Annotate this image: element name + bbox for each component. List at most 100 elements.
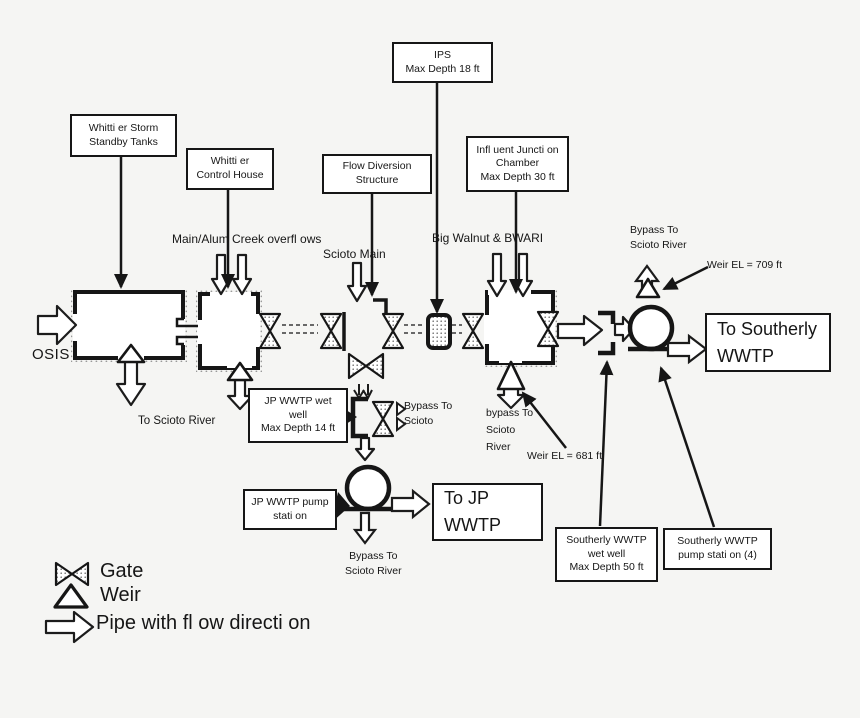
bypass-chevron-2: [396, 416, 407, 432]
legend-weir-icon: [53, 583, 89, 609]
legend-gate-icon: [54, 561, 90, 587]
southerly-wet-well-line3: Max Depth 50 ft: [569, 561, 644, 574]
southerly-pump-station-box: Southerly WWTP pump stati on (4): [663, 528, 772, 570]
ips-box: IPS Max Depth 18 ft: [392, 42, 493, 83]
jp-outflow-arrow: [390, 488, 431, 520]
legend-gate-label: Gate: [100, 560, 144, 582]
to-scioto-river-label: To Scioto River: [138, 415, 216, 427]
wetwell-to-pump-arrow: [613, 315, 636, 343]
tank2-bypass-arrow: [226, 378, 254, 411]
flow-arrows: [36, 252, 636, 644]
diversion-corner-bracket: [373, 298, 388, 313]
southerly-pump-line1: Southerly WWTP: [677, 535, 758, 548]
whittier-control-line1: Whitti er: [210, 155, 250, 168]
jp-pump-bypass-arrow: [352, 511, 378, 545]
jp-pump-bypass-label: Bypass To Scioto River: [345, 549, 402, 579]
bypass-to-scioto-label: Bypass To Scioto: [404, 399, 452, 429]
ips-device: [426, 313, 452, 350]
southerly-wet-well-box: Southerly WWTP wet well Max Depth 50 ft: [555, 527, 658, 582]
jp-pump-station-box: JP WWTP pump stati on: [243, 489, 337, 530]
pointer-weir-709: [662, 265, 709, 291]
whittier-storm-line1: Whitti er Storm: [88, 121, 159, 134]
ips-line1: IPS: [434, 48, 451, 61]
jp-pump-bypass-line1: Bypass To: [349, 550, 398, 562]
to-jp-wwtp-box: To JP WWTP: [432, 483, 543, 541]
pipe-segments: [282, 324, 462, 334]
legend-weir-label: Weir: [100, 584, 141, 606]
pointer-southerly-wetwell: [598, 360, 614, 527]
influent-junction-line1: Infl uent Juncti on: [476, 143, 559, 156]
influent-junction-chamber: [485, 290, 555, 365]
ips-line2: Max Depth 18 ft: [405, 62, 480, 75]
southerly-weir: [635, 277, 661, 299]
bypass-to-scioto-line2: Scioto: [404, 415, 434, 428]
whittier-control-line2: Control House: [196, 169, 264, 181]
southerly-pump-line2: pump stati on (4): [678, 549, 757, 561]
influent-junction-line3: Max Depth 30 ft: [480, 170, 555, 183]
chamber-outflow-arrow: [556, 314, 604, 347]
osis-label: OSIS: [32, 346, 70, 363]
to-southerly-line2: WWTP: [717, 345, 774, 366]
diversion-gate: [347, 352, 385, 380]
legend-pipe-icon: [44, 610, 95, 644]
jp-pump-station-line1: JP WWTP pump: [251, 495, 329, 508]
jp-pump: [331, 464, 431, 545]
southerly-bypass-line2: Scioto River: [630, 239, 687, 252]
gate-valves: [54, 310, 560, 587]
osis-inflow-arrow: [36, 304, 78, 346]
whittier-control-box: Whitti er Control House: [186, 148, 274, 190]
chamber-bypass-line3: River: [486, 440, 511, 453]
whittier-storm-box: Whitti er Storm Standby Tanks: [70, 114, 177, 157]
southerly-wetwell-structure: [598, 310, 616, 356]
southerly-outflow-arrow: [666, 333, 708, 365]
chamber-bypass-line1: bypass To: [486, 407, 534, 419]
southerly-pump: [627, 264, 708, 365]
gate-5: [536, 310, 560, 348]
weirs: [53, 277, 661, 609]
tank2-weir: [226, 361, 254, 382]
weir-681-label: Weir EL = 681 ft: [527, 450, 602, 462]
main-alum-creek-label: Main/Alum Creek overfl ows: [172, 232, 322, 246]
jp-wetwell-down-arrow: [354, 436, 376, 462]
jp-pump-bypass-line2: Scioto River: [345, 565, 402, 578]
jp-wet-well-line3: Max Depth 14 ft: [260, 422, 336, 435]
scioto-main-label: Scioto Main: [323, 247, 386, 261]
gate-3: [381, 312, 405, 350]
chamber-weir: [496, 360, 526, 391]
tank-connector-pipe: [175, 317, 198, 346]
flow-diversion-line2: Structure: [355, 174, 399, 186]
whittier-storm-line2: Standby Tanks: [89, 135, 158, 148]
to-jp-line1: To JP: [444, 488, 490, 508]
creek-inflow-arrow-2: [231, 253, 253, 296]
to-jp-line2: WWTP: [444, 515, 501, 535]
bigwalnut-inflow-arrow-1: [486, 252, 508, 298]
big-walnut-label: Big Walnut & BWARI: [432, 231, 544, 245]
gate-4: [461, 312, 485, 350]
gate-2: [319, 312, 343, 350]
callout-pointers: [114, 79, 716, 528]
southerly-wet-well-line1: Southerly WWTP: [566, 534, 647, 547]
pointer-weir-681: [521, 391, 567, 449]
southerly-bypass-line1: Bypass To: [630, 224, 679, 236]
chamber-bypass-line2: Scioto: [486, 423, 516, 436]
influent-junction-line2: Chamber: [495, 157, 540, 170]
overflow-tank: [198, 292, 260, 370]
chamber-bypass-label: bypass To Scioto River: [486, 405, 533, 455]
pointer-southerly-pump: [658, 366, 716, 528]
to-southerly-line1: To Southerly: [717, 318, 818, 339]
jp-pump-station-line2: stati on: [273, 509, 307, 522]
tank1-bypass-arrow: [115, 359, 147, 407]
gate-1: [258, 312, 282, 350]
influent-junction-box: Infl uent Juncti on Chamber Max Depth 30…: [466, 136, 569, 192]
jp-wet-well-line1: JP WWTP wet: [264, 395, 332, 408]
bypass-chevron-1: [396, 401, 407, 417]
flow-diversion-box: Flow Diversion Structure: [322, 154, 432, 194]
southerly-bypass-label: Bypass To Scioto River: [630, 223, 687, 253]
scioto-main-arrow: [346, 261, 368, 303]
jp-bypass-gate: [371, 400, 395, 438]
jp-wet-well-line2: well: [288, 408, 308, 421]
southerly-wet-well-line2: wet well: [587, 547, 626, 560]
bypass-to-scioto-line1: Bypass To: [404, 400, 453, 412]
